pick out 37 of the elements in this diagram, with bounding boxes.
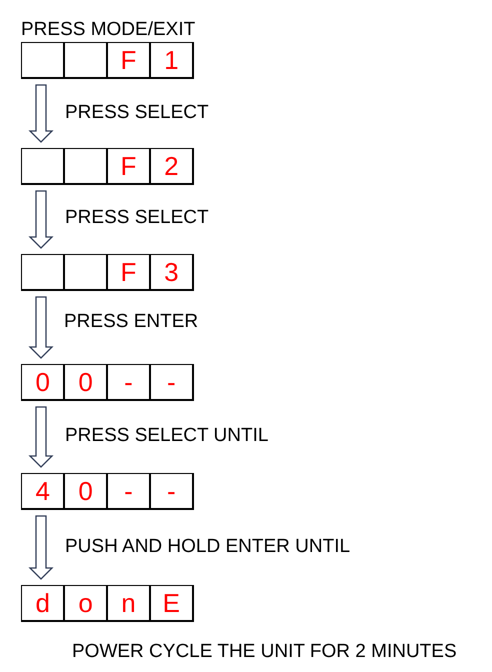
instruction-text: PRESS MODE/EXIT bbox=[21, 19, 196, 41]
segment-display bbox=[21, 148, 193, 184]
blank-digit-cell bbox=[63, 254, 108, 290]
blank-digit-cell bbox=[20, 254, 65, 290]
digit-cell: - bbox=[106, 472, 151, 510]
digit-cell: F bbox=[106, 254, 151, 290]
blank-digit-cell bbox=[63, 148, 108, 184]
segment-display bbox=[21, 42, 193, 78]
segment-display bbox=[21, 585, 193, 621]
digit-cell: - bbox=[149, 364, 194, 400]
block-arrow bbox=[28, 84, 54, 143]
block-arrow bbox=[28, 515, 54, 580]
digit-cell: F bbox=[106, 42, 151, 78]
digit-cell: n bbox=[106, 584, 151, 622]
note-text: POWER CYCLE THE UNIT FOR 2 MINUTES bbox=[72, 641, 457, 663]
digit-cell: - bbox=[106, 364, 151, 400]
digit-cell: E bbox=[149, 584, 194, 622]
block-arrow bbox=[28, 406, 54, 468]
digit-cell: F bbox=[106, 148, 151, 184]
digit-cell: - bbox=[149, 472, 194, 510]
blank-digit-cell bbox=[20, 148, 65, 184]
digit-cell: 0 bbox=[20, 364, 65, 400]
segment-display bbox=[21, 473, 193, 509]
blank-digit-cell bbox=[20, 42, 65, 78]
digit-cell: 0 bbox=[63, 364, 108, 400]
digit-cell: 3 bbox=[149, 254, 194, 290]
block-arrow bbox=[28, 296, 54, 359]
blank-digit-cell bbox=[63, 42, 108, 78]
segment-display bbox=[21, 254, 193, 290]
digit-cell: 0 bbox=[63, 472, 108, 510]
block-arrow bbox=[28, 190, 54, 249]
digit-cell: 4 bbox=[20, 472, 65, 510]
segment-display bbox=[21, 364, 193, 400]
digit-cell: o bbox=[63, 584, 108, 622]
digit-cell: d bbox=[20, 584, 65, 622]
digit-cell: 2 bbox=[149, 148, 194, 184]
digit-cell: 1 bbox=[149, 42, 194, 78]
